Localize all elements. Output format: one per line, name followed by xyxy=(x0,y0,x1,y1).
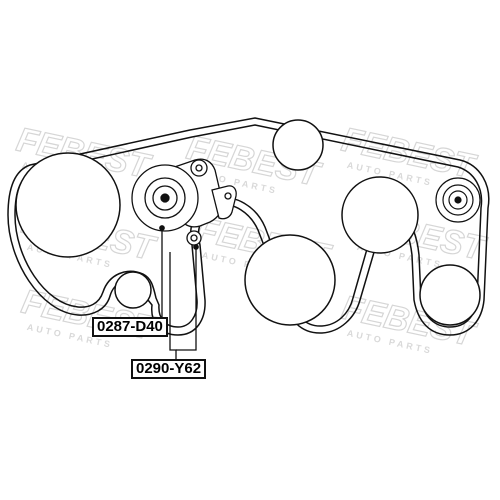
top-idler-pulley xyxy=(272,119,324,171)
tensioner-assembly xyxy=(131,158,237,246)
leader-belt xyxy=(176,247,197,351)
idler-pulley-small-left xyxy=(114,271,152,309)
power-steering-pulley xyxy=(341,176,419,254)
alternator-pulley xyxy=(244,234,336,326)
crankshaft-pulley xyxy=(15,152,121,258)
pulleys xyxy=(15,119,481,326)
part-label-belt[interactable]: 0290-Y62 xyxy=(131,359,207,379)
ac-compressor-pulley xyxy=(419,264,481,326)
part-label-tensioner[interactable]: 0287-D40 xyxy=(92,317,168,337)
leader-lines xyxy=(159,225,199,360)
right-idler-pulley xyxy=(435,177,481,223)
leader-belt-left xyxy=(169,252,177,360)
